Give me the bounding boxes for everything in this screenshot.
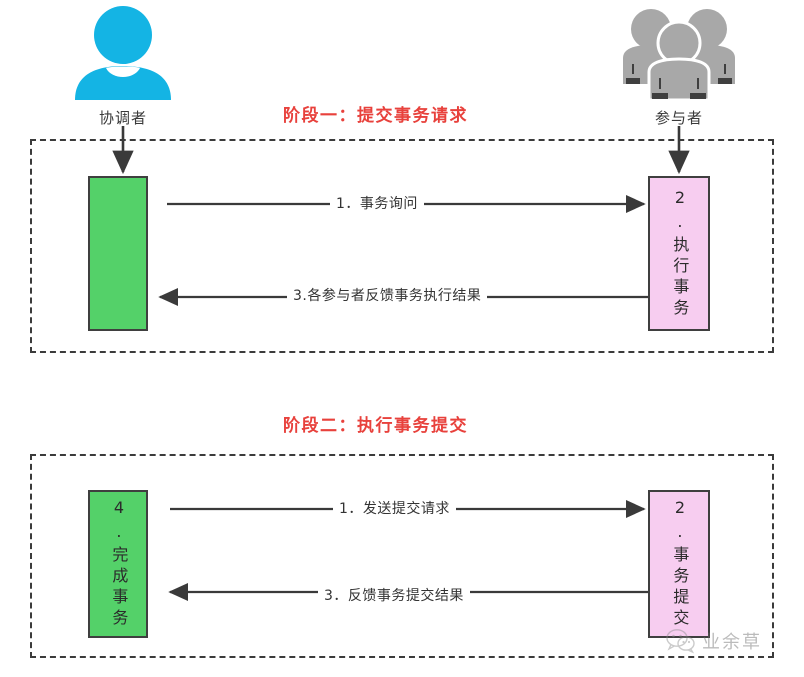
phase2-title: 阶段二：执行事务提交 <box>283 416 468 436</box>
phase2-coordinator-box: 4.完成事务 <box>88 490 148 638</box>
phase1-title: 阶段一：提交事务请求 <box>283 106 468 126</box>
watermark: 业余草 <box>666 628 762 654</box>
phase2-container <box>30 454 774 658</box>
phase2-message-2-label: 3．反馈事务提交结果 <box>318 585 470 605</box>
participant-label: 参与者 <box>654 109 703 127</box>
phase1-message-1-label: 1．事务询问 <box>330 193 424 213</box>
single-person-icon <box>75 6 171 100</box>
participant-actor: 参与者 <box>618 2 740 128</box>
phase2-message-1-label: 1．发送提交请求 <box>333 498 456 518</box>
phase1-participant-box: 2.执行事务 <box>648 176 710 331</box>
phase1-container <box>30 139 774 353</box>
coordinator-actor: 协调者 <box>62 2 184 128</box>
watermark-text: 业余草 <box>702 632 762 653</box>
wechat-icon <box>666 629 695 654</box>
coordinator-label: 协调者 <box>98 109 147 127</box>
group-of-people-icon <box>623 9 735 102</box>
phase2-participant-box: 2.事务提交 <box>648 490 710 638</box>
phase1-coordinator-box <box>88 176 148 331</box>
phase1-message-2-label: 3.各参与者反馈事务执行结果 <box>287 285 488 305</box>
